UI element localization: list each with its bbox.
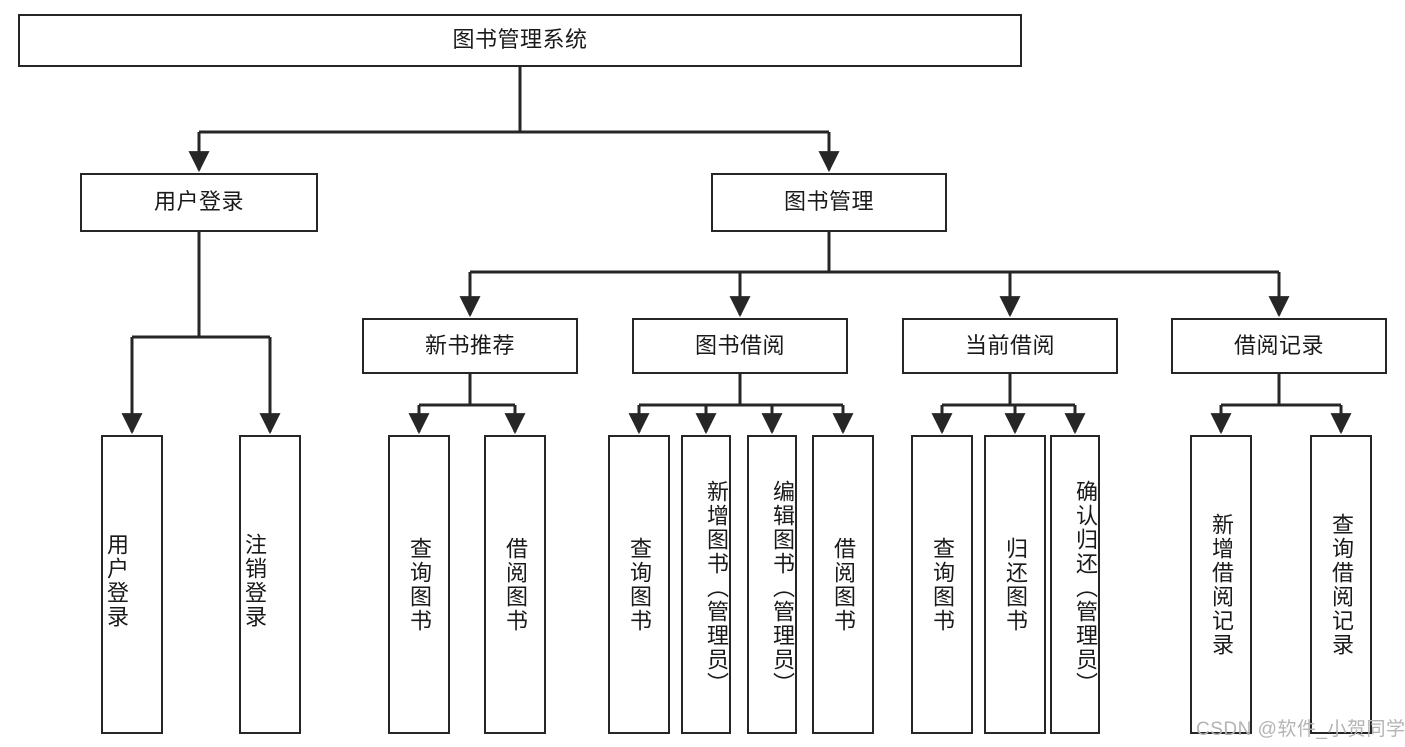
leaf-borrow-book[interactable]: 借阅图书 <box>812 435 874 734</box>
node-user-login[interactable]: 用户登录 <box>80 173 318 232</box>
node-book-manage[interactable]: 图书管理 <box>711 173 947 232</box>
node-root[interactable]: 图书管理系统 <box>18 14 1022 67</box>
node-current-borrow[interactable]: 当前借阅 <box>902 318 1118 374</box>
node-book-borrow[interactable]: 图书借阅 <box>632 318 848 374</box>
leaf-confirm-return-admin[interactable]: 确认归还（管理员） <box>1050 435 1100 734</box>
leaf-user-logout[interactable]: 注销登录 <box>239 435 301 734</box>
node-new-book-recommend[interactable]: 新书推荐 <box>362 318 578 374</box>
leaf-add-book-admin[interactable]: 新增图书（管理员） <box>681 435 731 734</box>
leaf-query-book-recommend[interactable]: 查询图书 <box>388 435 450 734</box>
leaf-query-book-current[interactable]: 查询图书 <box>911 435 973 734</box>
leaf-query-book-borrow[interactable]: 查询图书 <box>608 435 670 734</box>
leaf-query-borrow-record[interactable]: 查询借阅记录 <box>1310 435 1372 734</box>
leaf-return-book[interactable]: 归还图书 <box>984 435 1046 734</box>
leaf-add-borrow-record[interactable]: 新增借阅记录 <box>1190 435 1252 734</box>
node-borrow-record[interactable]: 借阅记录 <box>1171 318 1387 374</box>
leaf-user-login[interactable]: 用户登录 <box>101 435 163 734</box>
leaf-borrow-book-recommend[interactable]: 借阅图书 <box>484 435 546 734</box>
csdn-watermark: CSDN @软件_小贺同学 <box>1196 719 1405 740</box>
leaf-edit-book-admin[interactable]: 编辑图书（管理员） <box>747 435 797 734</box>
